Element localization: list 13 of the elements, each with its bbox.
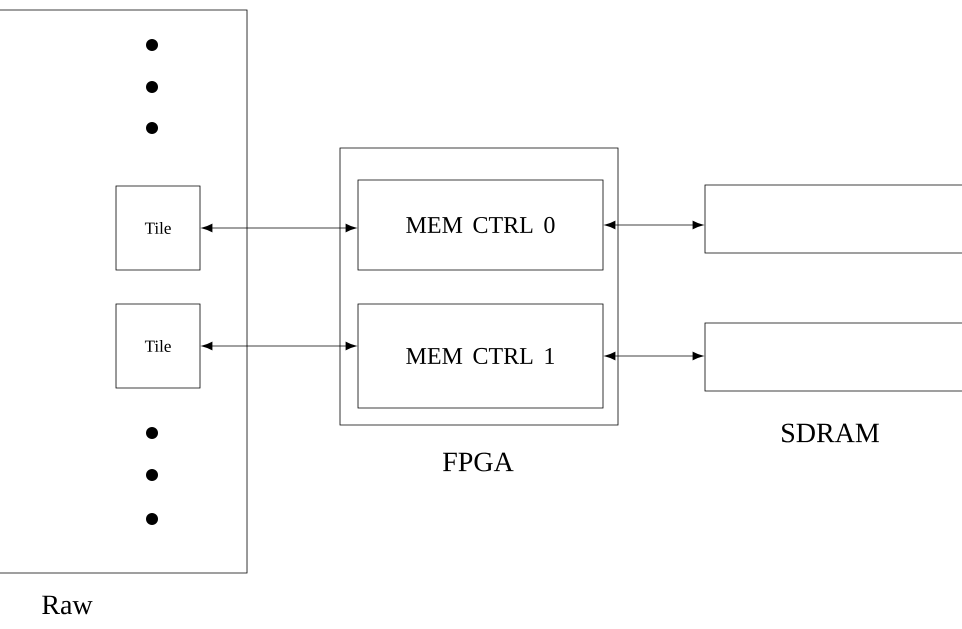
arrow bbox=[202, 224, 356, 232]
controller-box: MEM CTRL 0 bbox=[358, 180, 604, 270]
memory-box bbox=[704, 184, 962, 254]
arrow bbox=[202, 342, 356, 350]
tile-box: Tile bbox=[116, 304, 200, 388]
node-label: FPGA bbox=[443, 452, 514, 472]
tile-box: Tile bbox=[116, 186, 200, 270]
arrow bbox=[604, 220, 704, 230]
controller-box: MEM CTRL 1 bbox=[358, 304, 604, 408]
node-label: Raw bbox=[42, 596, 93, 614]
arrow bbox=[604, 352, 704, 360]
memory-box bbox=[704, 322, 962, 392]
memory-label: SDRAM bbox=[782, 424, 879, 442]
